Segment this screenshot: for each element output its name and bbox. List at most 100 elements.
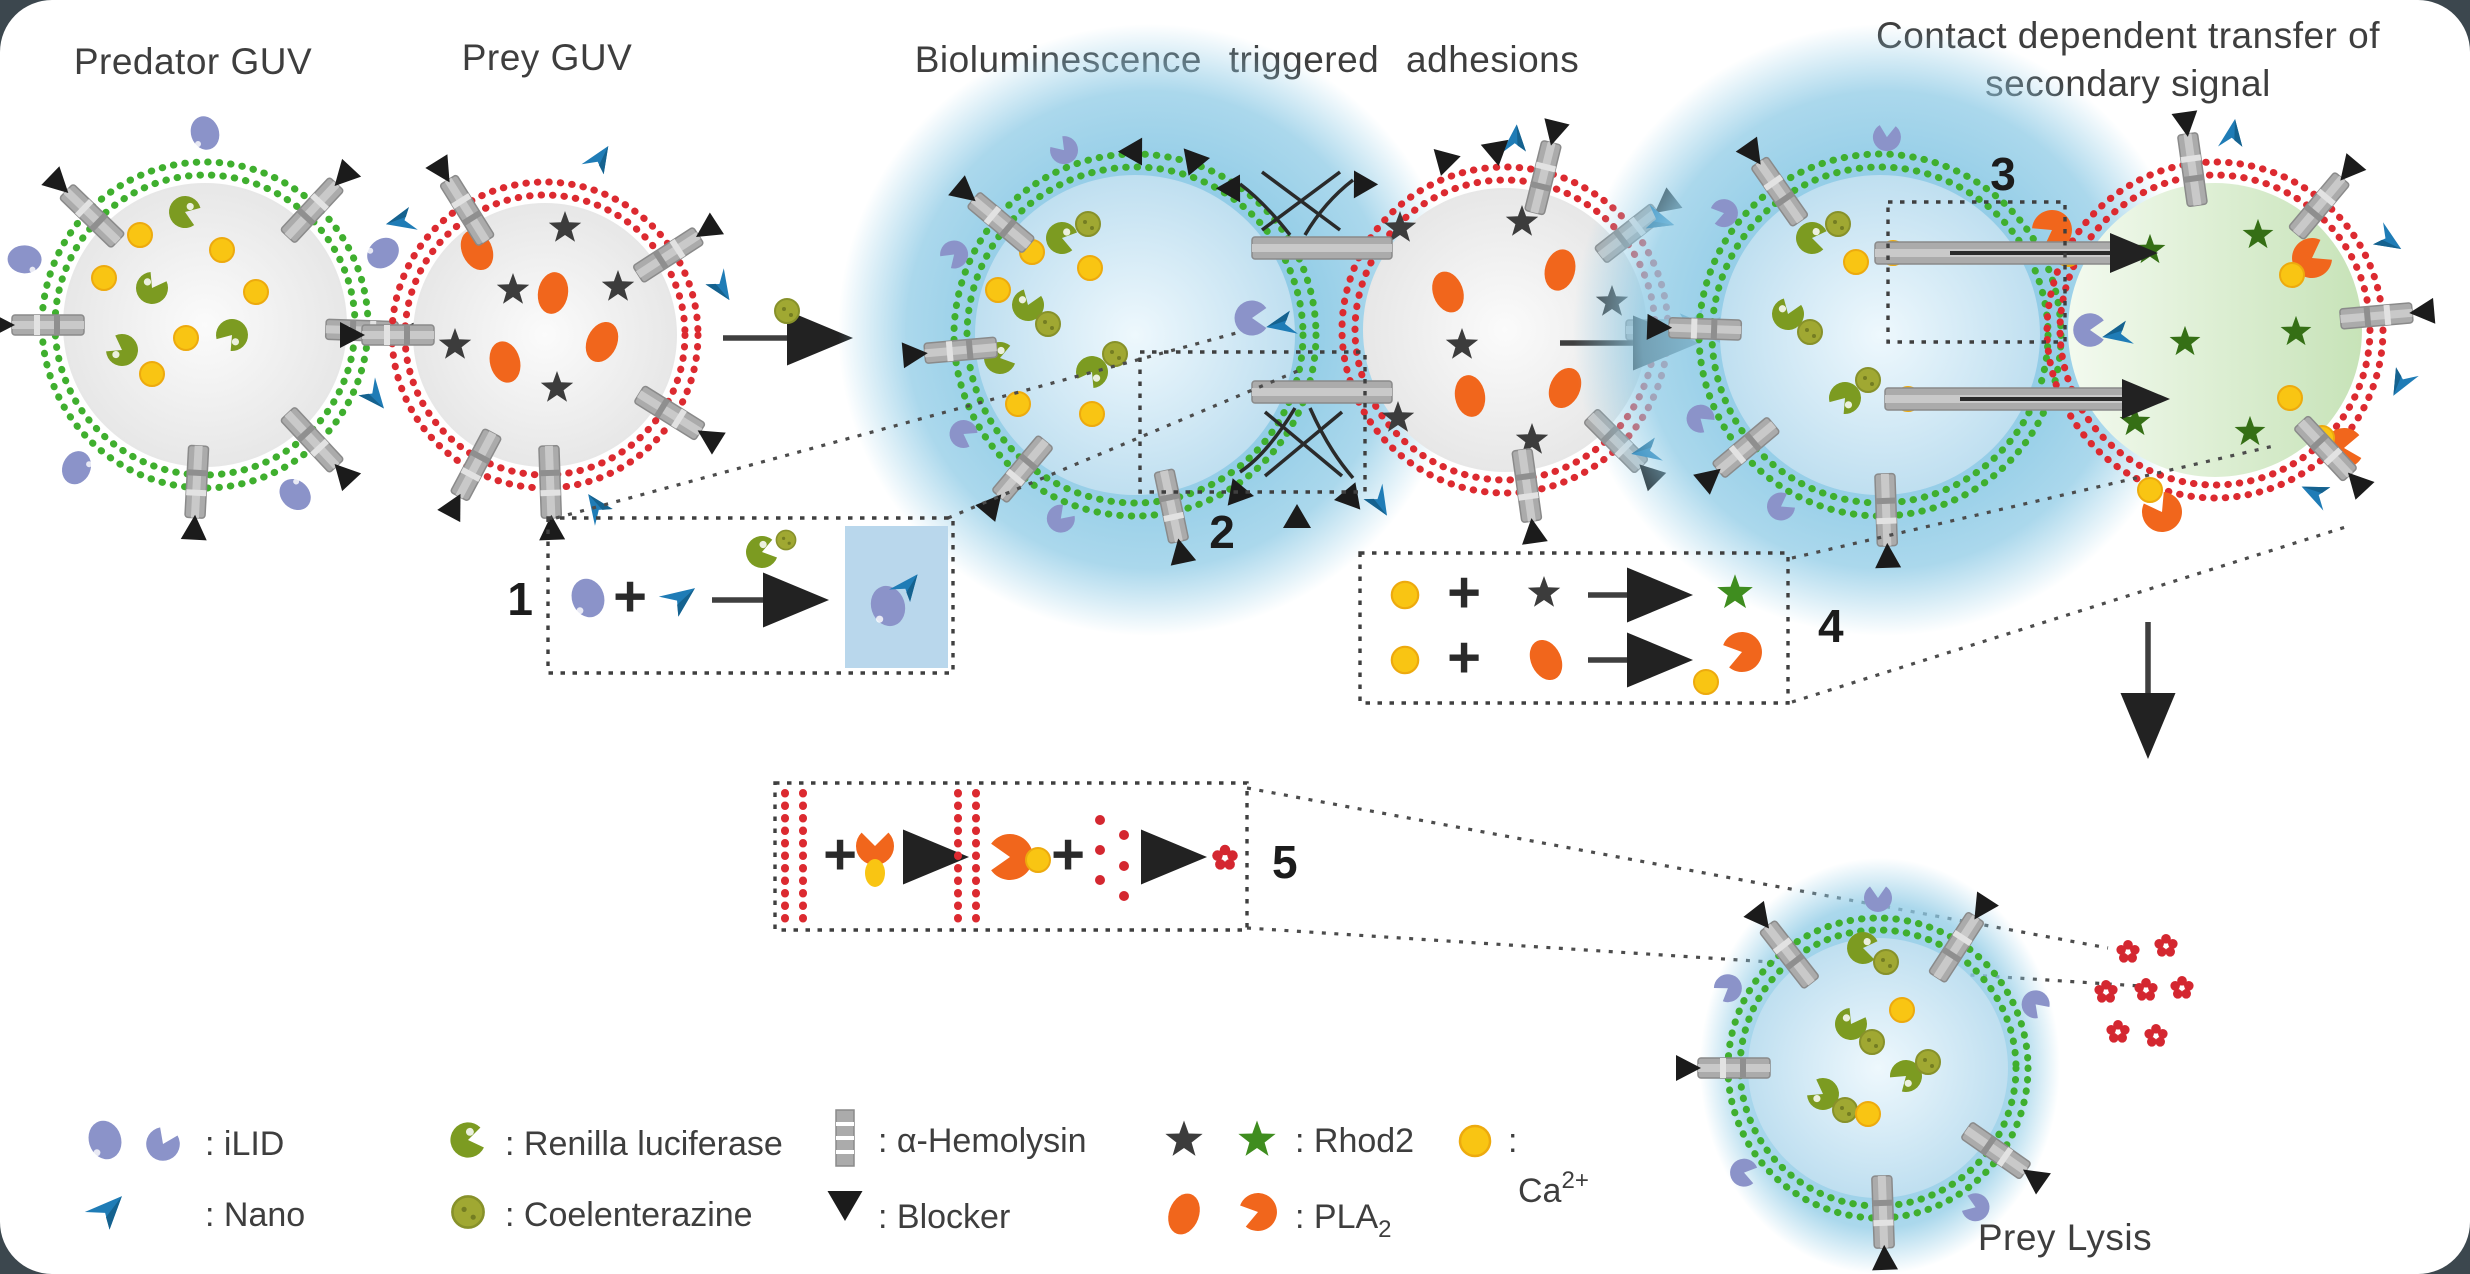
coelenterazine-icon <box>1859 1029 1885 1055</box>
calcium-icon <box>2279 262 2305 288</box>
predator-lumen <box>1748 938 2008 1198</box>
calcium-icon <box>173 325 199 351</box>
alpha-hemolysin-channel <box>1676 1055 1770 1081</box>
prey-guv <box>340 139 740 540</box>
legend-item-ilid: : iLID <box>83 1116 284 1167</box>
step-2-label: 2 <box>1209 506 1235 558</box>
calcium-icon <box>1855 1101 1881 1127</box>
calcium-icon <box>1390 645 1420 675</box>
coelenterazine-icon <box>1873 949 1899 975</box>
calcium-icon <box>2277 385 2303 411</box>
ilid-icon <box>357 228 409 278</box>
rhod2-icon <box>1527 576 1561 607</box>
lysed-membrane-icon <box>2134 978 2158 1001</box>
predator-lumen <box>63 183 347 467</box>
legend-label-calcium-colon: : <box>1508 1122 1517 1160</box>
legend-label-pla2: : PLA2 <box>1295 1198 1392 1243</box>
coelenterazine-icon <box>1832 1097 1858 1123</box>
coelenterazine-icon <box>1825 211 1851 237</box>
adhesion-pair: 2 <box>838 24 1720 636</box>
callout-line <box>555 330 1241 520</box>
nano-icon <box>658 576 703 620</box>
callout-line <box>947 368 1301 520</box>
activated-rhod2-icon <box>1238 1120 1276 1156</box>
legend-label-nano: : Nano <box>205 1196 305 1234</box>
ilid-icon <box>186 112 224 154</box>
prey-lumen <box>1363 188 1647 472</box>
plus-sign: + <box>1447 625 1481 690</box>
lysed-membrane-icon <box>2116 940 2140 963</box>
predator-guv <box>0 112 420 541</box>
calcium-icon <box>1390 580 1420 610</box>
calcium-icon <box>2137 477 2163 503</box>
lysed-membrane-icon <box>2144 1024 2168 1047</box>
calcium-icon <box>1889 997 1915 1023</box>
coelenterazine-icon <box>1915 1049 1941 1075</box>
ilid-icon <box>140 1124 185 1167</box>
predator-lumen <box>975 175 1295 495</box>
prey-membrane-segment <box>785 793 803 921</box>
coelenterazine-icon <box>775 529 797 551</box>
legend-item-pla2: : PLA2 <box>1162 1188 1392 1243</box>
calcium-icon <box>243 279 269 305</box>
legend-label-renilla: : Renilla luciferase <box>505 1125 783 1163</box>
coelenterazine-icon <box>1855 367 1881 393</box>
coelenterazine-icon <box>451 1195 485 1229</box>
legend-label-calcium: Ca2+ <box>1518 1167 1589 1210</box>
prey-membrane-inner <box>2056 171 2374 489</box>
inset-box-4: 4 + + <box>1358 443 2353 705</box>
activated-pla2-icon <box>856 832 894 887</box>
coelenterazine-icon <box>774 298 800 324</box>
nano-icon <box>2382 363 2419 402</box>
calcium-icon <box>1077 255 1103 281</box>
transfer-pair: 3 <box>1573 24 2435 636</box>
calcium-icon <box>1843 249 1869 275</box>
nano-icon <box>578 487 615 526</box>
predator-membrane-inner <box>963 163 1307 507</box>
prey-guv-label: Prey GUV <box>462 37 633 78</box>
lysed-membrane-icon <box>2154 934 2178 957</box>
rhod2-icon <box>1165 1120 1203 1156</box>
prey-membrane-outer <box>2043 158 2387 502</box>
nano-icon <box>2218 116 2247 151</box>
calcium-icon <box>1458 1124 1492 1158</box>
pla2-icon <box>1162 1189 1206 1239</box>
lipid-fragments <box>1095 815 1129 901</box>
blocker-icon <box>827 1191 863 1221</box>
calcium-icon <box>985 277 1011 303</box>
callout-box-4 <box>1358 551 1790 705</box>
coelenterazine-icon <box>1075 211 1101 237</box>
calcium-icon <box>1005 391 1031 417</box>
nano-icon <box>2369 222 2408 259</box>
calcium-icon <box>91 265 117 291</box>
plus-sign: + <box>1447 560 1481 625</box>
step-3-label: 3 <box>1990 148 2016 200</box>
predator-survivor <box>1676 858 2060 1274</box>
adhesion-channel <box>1251 236 1393 260</box>
ejected-blockers-bottom <box>1219 407 1398 528</box>
legend-label-coelenterazine: : Coelenterazine <box>505 1196 753 1234</box>
ilid-icon <box>566 574 610 622</box>
calcium-icon <box>127 222 153 248</box>
lysed-membrane-icon <box>1212 844 1238 870</box>
plus-sign: + <box>613 564 647 629</box>
calcium-icon <box>1079 401 1105 427</box>
legend-label-hemolysin: : α-Hemolysin <box>878 1122 1087 1160</box>
step-1-label: 1 <box>507 573 533 625</box>
prey-lysis-label: Prey Lysis <box>1978 1217 2152 1258</box>
nano-icon <box>84 1185 133 1234</box>
callout-box-5 <box>773 781 1249 932</box>
inset-box-1: 1 + <box>507 330 1301 675</box>
coelenterazine-addition-arrow <box>723 298 853 366</box>
legend-item-rhod2: : Rhod2 <box>1165 1120 1414 1160</box>
lysed-membrane-icon <box>2106 1020 2130 1043</box>
renilla-luciferase-icon <box>447 1120 486 1161</box>
activated-pla2-icon <box>1238 1188 1282 1235</box>
plus-sign: + <box>823 822 857 887</box>
nano-icon <box>1501 123 1529 156</box>
legend-item-calcium: : Ca2+ <box>1458 1122 1589 1210</box>
legend-label-rhod2: : Rhod2 <box>1295 1122 1414 1160</box>
ejected-blockers-top <box>1117 137 1513 237</box>
predator-guv-label: Predator GUV <box>74 41 312 82</box>
